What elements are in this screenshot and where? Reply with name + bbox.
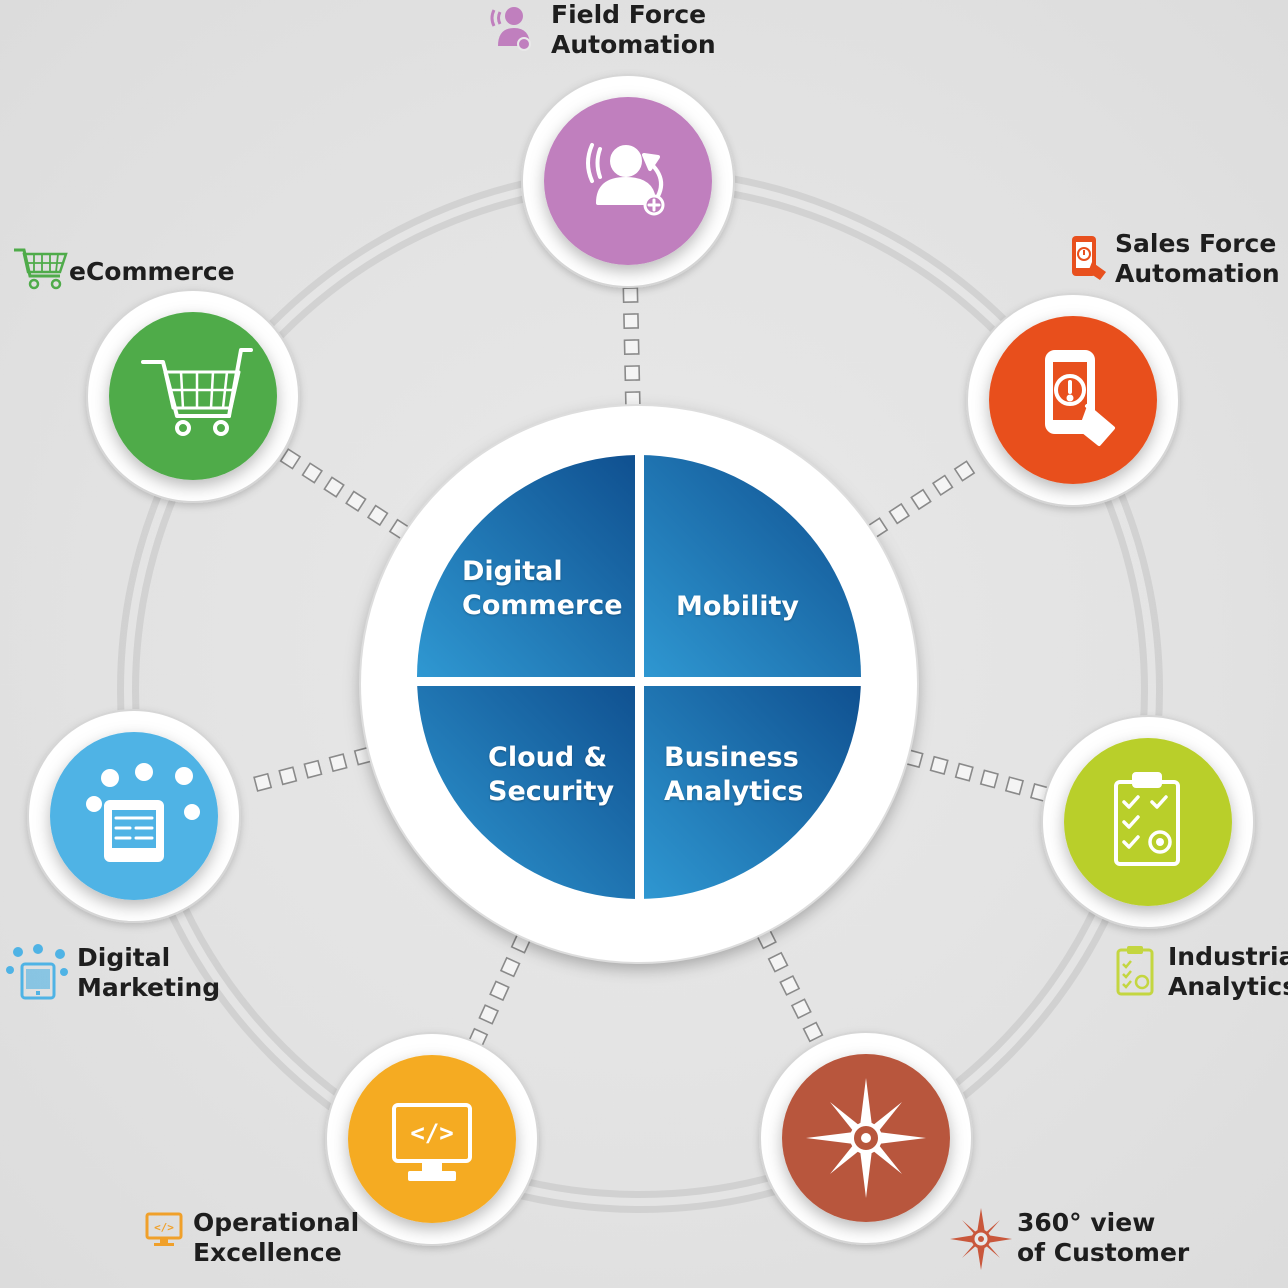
node-tablet-social-icon	[86, 763, 200, 862]
connector-dot-ecommerce	[279, 448, 302, 470]
connector-dot-sales-force-automation	[931, 474, 954, 497]
label-line: Automation	[551, 30, 716, 59]
connector-dot-ecommerce	[366, 504, 389, 527]
connector-dot-ecommerce	[301, 462, 323, 484]
mobile-alert-icon	[1072, 236, 1106, 280]
node-code-monitor-icon: </>	[392, 1103, 472, 1181]
label-360-view-of-customer: 360° view of Customer	[1017, 1208, 1189, 1268]
label-field-force-automation: Field Force Automation	[551, 0, 716, 60]
connector-dot-operational-excellence	[478, 1004, 500, 1025]
label-digital-marketing: Digital Marketing	[77, 943, 220, 1003]
label-ecommerce: eCommerce	[69, 257, 235, 287]
shopping-cart-icon	[14, 248, 68, 290]
connector-dot-industrial-analytics	[929, 755, 949, 775]
label-line: Sales Force	[1115, 229, 1277, 258]
connector-dot-operational-excellence	[489, 980, 510, 1002]
center-label-digital-commerce: Digital Commerce	[462, 555, 623, 623]
connector-dot-sales-force-automation	[953, 460, 976, 482]
node-compass-icon	[806, 1078, 926, 1198]
connector-dot-field-force-automation	[623, 313, 640, 330]
label-operational-excellence: Operational Excellence	[193, 1208, 359, 1268]
clipboard-checklist-icon	[1116, 946, 1154, 996]
connector-dot-360-view-of-customer	[767, 951, 789, 973]
node-shopping-cart-icon	[141, 348, 253, 436]
connector-dot-industrial-analytics	[1004, 776, 1025, 796]
connector-dot-digital-marketing	[278, 766, 298, 786]
center-label-business-analytics: Business Analytics	[664, 741, 803, 809]
center-label-line: Commerce	[462, 590, 623, 621]
label-line: Analytics	[1168, 972, 1288, 1001]
label-line: Excellence	[193, 1238, 342, 1267]
connector-dot-digital-marketing	[328, 753, 348, 773]
node-circles: </>	[27, 74, 1255, 1246]
center-label-line: Mobility	[676, 591, 800, 622]
code-monitor-icon: </>	[145, 1212, 183, 1246]
connector-dot-field-force-automation	[622, 287, 639, 304]
node-person-signal-icon	[586, 143, 665, 216]
label-line: Industrial	[1168, 942, 1288, 971]
connectors	[253, 287, 1050, 1049]
connector-dot-digital-marketing	[253, 772, 273, 792]
tablet-social-icon	[6, 944, 68, 1000]
label-line: Field Force	[551, 0, 707, 29]
connector-dot-field-force-automation	[624, 365, 641, 382]
center-label-mobility: Mobility	[676, 590, 799, 624]
connector-dot-360-view-of-customer	[779, 974, 801, 996]
connector-dot-industrial-analytics	[954, 762, 974, 782]
center-label-line: Digital	[462, 556, 563, 587]
connector-dot-field-force-automation	[623, 339, 640, 356]
node-disc-industrial-analytics	[1064, 738, 1232, 906]
center-label-line: Security	[488, 776, 615, 807]
center-disc-border	[359, 404, 919, 964]
label-line: Marketing	[77, 973, 221, 1002]
label-line: eCommerce	[69, 257, 235, 286]
node-disc-ecommerce	[109, 312, 277, 480]
label-line: of Customer	[1017, 1238, 1190, 1267]
label-line: Operational	[193, 1208, 360, 1237]
connector-dot-ecommerce	[323, 476, 345, 498]
label-industrial-analytics: Industrial Analytics	[1168, 942, 1288, 1002]
connector-dot-sales-force-automation	[888, 502, 911, 525]
node-disc-operational-excellence	[348, 1055, 516, 1223]
compass-icon	[950, 1208, 1012, 1270]
connector-dot-360-view-of-customer	[802, 1021, 824, 1043]
label-line: Automation	[1115, 259, 1280, 288]
connector-dot-sales-force-automation	[910, 488, 932, 511]
label-line: Digital	[77, 943, 171, 972]
quadrant-divider-horizontal	[410, 677, 870, 686]
center-label-cloud-security: Cloud & Security	[488, 741, 614, 809]
center-label-line: Business	[664, 742, 799, 773]
label-sales-force-automation: Sales Force Automation	[1115, 229, 1280, 289]
connector-dot-360-view-of-customer	[790, 998, 812, 1020]
connector-dot-industrial-analytics	[979, 769, 999, 789]
connector-dot-digital-marketing	[303, 759, 323, 779]
connector-dot-ecommerce	[345, 490, 367, 512]
svg-text:</>: </>	[154, 1221, 174, 1234]
person-signal-icon	[490, 7, 531, 51]
center-label-line: Analytics	[664, 776, 804, 807]
center-label-line: Cloud &	[488, 742, 608, 773]
svg-text:</>: </>	[410, 1119, 453, 1147]
node-clipboard-checklist-icon	[1114, 772, 1180, 866]
label-line: 360° view	[1017, 1208, 1156, 1237]
connector-dot-operational-excellence	[499, 956, 521, 978]
node-mobile-alert-icon	[1045, 350, 1115, 446]
